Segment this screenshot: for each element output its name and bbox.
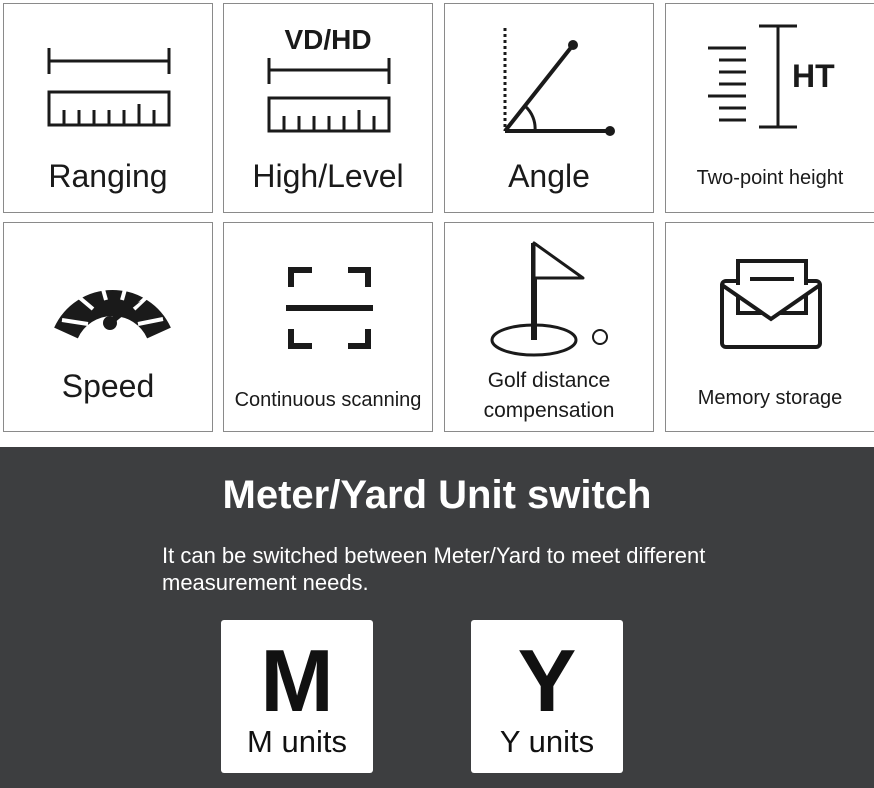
feature-label: Continuous scanning <box>234 389 422 411</box>
unit-label: M units <box>247 724 347 759</box>
feature-label: Two-point height <box>696 167 844 189</box>
feature-two-point-height: HT Two-point height <box>665 3 874 213</box>
unit-letter: M <box>260 631 334 730</box>
vd-hd-text: VD/HD <box>284 24 372 55</box>
feature-memory-storage: Memory storage <box>665 222 874 432</box>
feature-ranging: Ranging <box>3 3 213 213</box>
unit-label: Y units <box>499 724 595 759</box>
unit-switch-panel: Meter/Yard Unit switch It can be switche… <box>0 447 874 788</box>
feature-label: Speed <box>61 368 155 404</box>
ht-text: HT <box>792 58 835 94</box>
feature-label: Memory storage <box>697 387 843 409</box>
ruler-icon <box>47 48 171 127</box>
panel-description: It can be switched between Meter/Yard to… <box>162 543 706 595</box>
height-ruler-icon <box>708 24 797 129</box>
unit-letter: Y <box>517 631 577 730</box>
feature-speed: Speed <box>3 222 213 432</box>
feature-label: Ranging <box>48 158 168 194</box>
panel-title: Meter/Yard Unit switch <box>222 473 652 517</box>
speedometer-icon <box>54 274 171 339</box>
feature-label-line2: compensation <box>483 399 615 422</box>
feature-angle: Angle <box>444 3 654 213</box>
feature-label: Angle <box>508 158 590 194</box>
meter-unit-card: M M units <box>221 620 373 773</box>
yard-unit-card: Y Y units <box>471 620 623 773</box>
feature-golf-distance-compensation: Golf distance compensation <box>444 222 654 432</box>
feature-high-level: VD/HD High/Level <box>223 3 433 213</box>
golf-flag-icon <box>490 241 608 357</box>
envelope-icon <box>720 259 822 349</box>
scan-frame-icon <box>286 267 373 349</box>
feature-label-line1: Golf distance <box>487 369 611 392</box>
feature-continuous-scanning: Continuous scanning <box>223 222 433 432</box>
angle-icon <box>503 28 615 136</box>
feature-label: High/Level <box>252 158 404 194</box>
vd-hd-ruler-icon <box>267 58 391 133</box>
